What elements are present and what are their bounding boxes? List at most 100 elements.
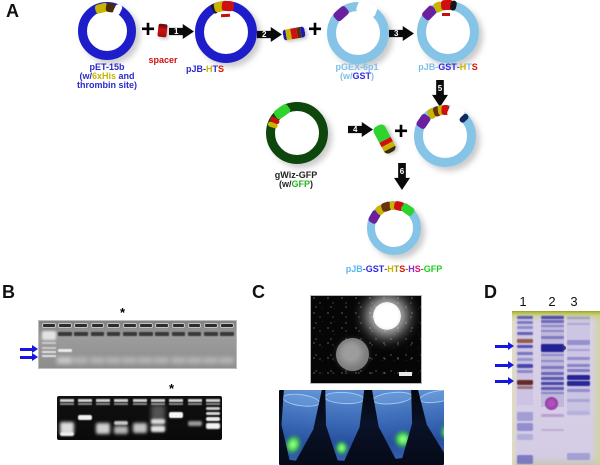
spacer-segment xyxy=(221,0,235,12)
colony-photo xyxy=(310,295,422,384)
gel-smear xyxy=(203,357,218,364)
gel-band xyxy=(541,330,564,332)
panel-b-label: B xyxy=(2,282,15,302)
gel-band xyxy=(59,432,74,436)
gel-band xyxy=(151,399,165,402)
gel-smear xyxy=(89,357,105,364)
gwiz-label: gWiz-GFP xyxy=(274,170,318,180)
gel-band xyxy=(541,429,564,431)
gel-band xyxy=(106,332,121,336)
gel-band xyxy=(59,422,74,434)
liquid-meniscus xyxy=(419,390,444,406)
gel-smear xyxy=(170,357,186,364)
gel-band xyxy=(517,339,533,343)
label-part: H xyxy=(408,264,415,274)
stain-dot xyxy=(562,346,566,350)
gel-band xyxy=(541,366,564,369)
gel-band xyxy=(90,332,105,336)
gel-well xyxy=(171,323,186,328)
liquid-meniscus xyxy=(282,392,321,409)
gel-well xyxy=(123,323,137,328)
gel-band xyxy=(169,402,184,405)
gel-band xyxy=(151,405,165,431)
label-part: T xyxy=(212,64,218,74)
ladder-band xyxy=(42,347,56,350)
step-arrow-1: 1 xyxy=(169,24,194,39)
ladder-band xyxy=(42,351,56,354)
lane-label-1: 1 xyxy=(519,294,527,309)
ladder-band xyxy=(42,342,56,345)
gel-band xyxy=(541,320,564,323)
fluorescent-colony xyxy=(373,302,401,330)
gel-smear xyxy=(105,357,121,364)
label-part: ) xyxy=(310,179,314,189)
gel-band xyxy=(151,402,165,405)
gel-band xyxy=(96,399,111,402)
lane-label-3: 3 xyxy=(570,294,578,309)
ladder-band xyxy=(42,355,56,358)
gel-band xyxy=(132,423,147,433)
gwiz-sublabel: (w/GFP) xyxy=(279,179,314,190)
culture-tube xyxy=(367,390,423,464)
gel-band xyxy=(77,402,92,405)
gel-band xyxy=(114,426,129,434)
gel-band xyxy=(517,412,533,421)
gel-band xyxy=(541,325,564,327)
pet15b-sublabel-1: (w/6xHis and xyxy=(79,71,135,82)
culture-tube xyxy=(279,390,326,465)
label-part: GST xyxy=(438,62,457,72)
gel-band xyxy=(517,423,533,431)
gel-band xyxy=(155,332,169,336)
label-part: and xyxy=(116,71,135,81)
plus-operator: + xyxy=(308,16,323,43)
label-part: (w/ xyxy=(79,71,92,81)
step-number: 5 xyxy=(437,84,443,93)
gel-well xyxy=(106,323,121,328)
gel-band xyxy=(567,349,590,351)
gel-band xyxy=(187,421,202,426)
gel-band xyxy=(517,321,533,324)
gel-band xyxy=(541,336,564,339)
gel-band xyxy=(205,407,220,410)
label-part: S xyxy=(399,264,406,274)
gel-band xyxy=(517,380,533,385)
gel-band xyxy=(171,332,186,336)
gel-band xyxy=(132,402,147,405)
label-part: - xyxy=(456,62,460,72)
lane-label-2: 2 xyxy=(548,294,556,309)
label-part: ) xyxy=(371,71,375,81)
gel-band xyxy=(58,332,72,336)
band-arrow-icon xyxy=(495,380,508,383)
asterisk-lower-gel: * xyxy=(169,381,175,396)
gel-band xyxy=(517,326,533,329)
final-plasmid-label: pJB-GST-HTS-HS-GFP xyxy=(346,264,443,275)
label-part: T xyxy=(393,264,400,274)
gel-band xyxy=(96,402,111,405)
gel-band xyxy=(59,402,74,405)
gel-well xyxy=(90,323,105,328)
step-number: 2 xyxy=(262,30,267,39)
label-part: - xyxy=(420,264,424,274)
gel-band xyxy=(204,332,218,336)
label-part: T xyxy=(466,62,472,72)
label-part: GFP xyxy=(423,264,443,274)
gel-smear xyxy=(219,357,235,364)
gel-band xyxy=(96,423,111,434)
spacer-label: spacer xyxy=(148,55,178,65)
gel-well xyxy=(220,323,234,328)
step-number: 6 xyxy=(399,167,405,176)
step-number: 4 xyxy=(353,125,358,134)
gel-band xyxy=(169,399,184,402)
gel-band xyxy=(517,386,533,389)
gel-band xyxy=(541,382,564,385)
label-part: GST xyxy=(352,71,372,81)
band-arrow-icon xyxy=(20,356,32,359)
gel-band xyxy=(205,402,220,405)
gel-well xyxy=(74,323,88,328)
non-fluorescent-colony xyxy=(336,338,369,371)
gel-band xyxy=(567,323,590,325)
gel-band xyxy=(541,360,564,362)
label-part: (w/ xyxy=(339,71,353,81)
gel-band xyxy=(187,402,202,405)
